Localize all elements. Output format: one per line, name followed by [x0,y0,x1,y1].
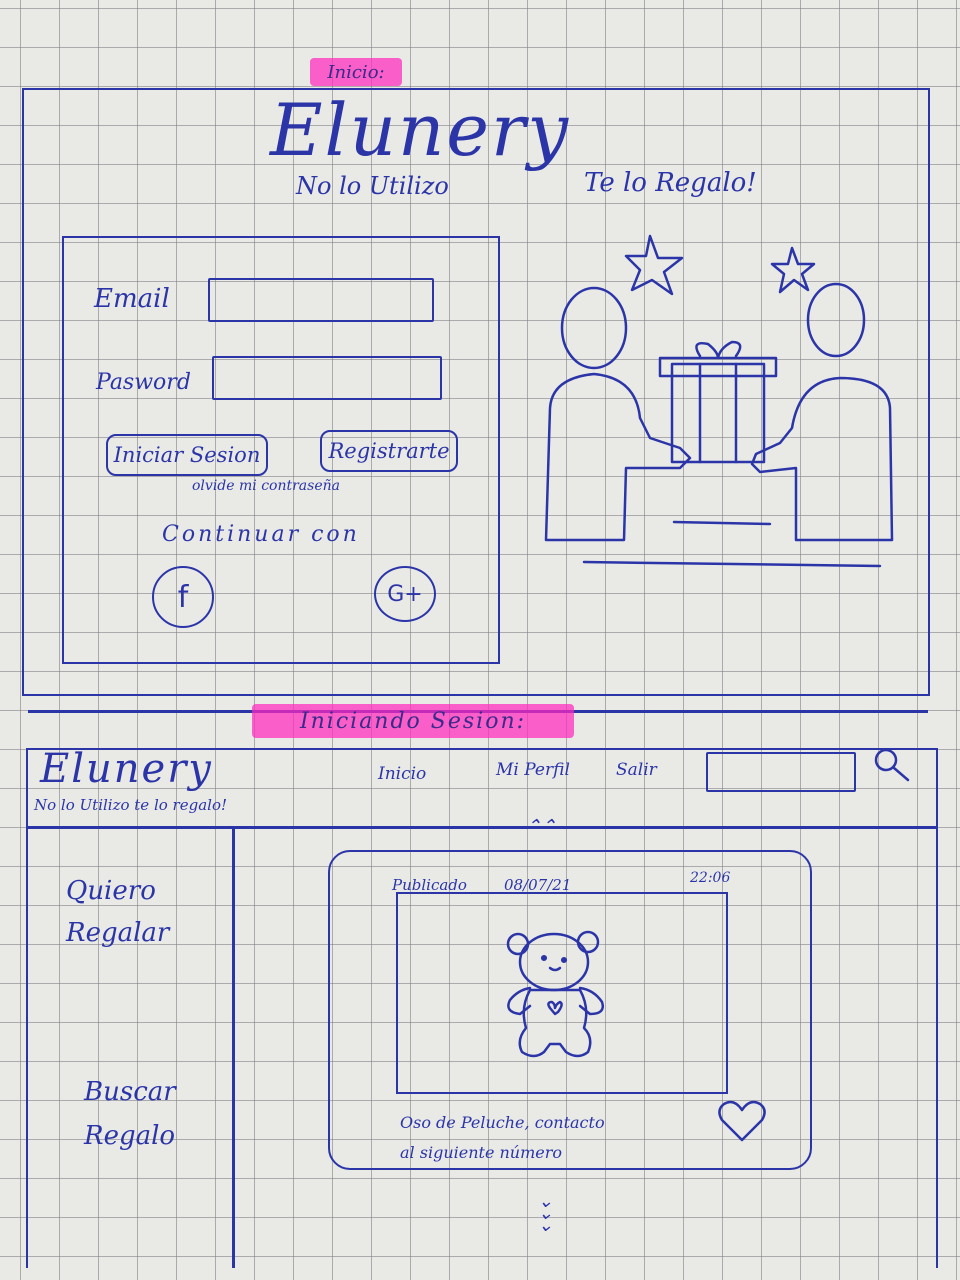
search-input[interactable] [706,752,856,792]
app-logo: Elunery [40,746,213,792]
person-right-body [750,376,894,542]
header-divider [26,826,938,829]
password-input[interactable] [212,356,442,400]
sidebar-item-label: Quiero [66,876,156,906]
table-line [582,520,882,568]
post-description-line: al siguiente número [400,1143,563,1162]
post-description: Oso de Peluche, contacto al siguiente nú… [400,1108,605,1168]
person-right-head [806,282,866,358]
post-date: 08/07/21 [504,876,572,894]
star-left-icon [624,234,684,296]
post-image-frame [396,892,728,1094]
post-card[interactable] [328,850,812,1170]
register-button[interactable]: Registrarte [320,430,458,472]
sidebar-divider [232,826,235,1268]
sidebar-item-quiero-regalar[interactable]: Quiero Regalar [66,870,169,954]
forgot-password-link[interactable]: olvide mi contraseña [192,478,340,494]
login-button[interactable]: Iniciar Sesion [106,434,268,476]
nav-mi-perfil[interactable]: Mi Perfil [496,760,570,780]
email-input[interactable] [208,278,434,322]
heart-icon[interactable] [716,1098,768,1144]
post-published-label: Publicado [392,876,467,894]
password-label: Pasword [96,370,191,395]
login-tagline-left: No lo Utilizo [296,172,449,200]
gift-box [670,362,766,464]
login-tagline-right: Te lo Regalo! [584,168,757,198]
search-icon[interactable] [868,744,916,784]
login-screen-frame [22,88,930,696]
sidebar-item-buscar-regalo[interactable]: Buscar Regalo [84,1070,176,1158]
facebook-login-button[interactable]: f [152,566,214,628]
post-time: 22:06 [690,870,731,886]
login-logo: Elunery [270,88,571,172]
heart-icon [547,1000,563,1016]
home-screen-frame [26,748,938,1268]
nav-inicio[interactable]: Inicio [378,764,427,784]
facebook-icon: f [177,579,189,615]
google-login-button[interactable]: G+ [374,566,436,622]
section-label-inicio: Inicio: [310,58,402,86]
gift-ribbon [658,340,778,464]
continue-with-label: Continuar con [162,522,360,547]
sidebar-item-label: Regalar [66,918,170,948]
nav-salir[interactable]: Salir [616,760,657,780]
scroll-down-icon[interactable]: ⌄⌄⌄ [538,1191,554,1236]
post-description-line: Oso de Peluche, contacto [400,1113,605,1132]
email-label: Email [94,284,170,314]
star-right-icon [770,246,816,294]
google-plus-icon: G+ [387,581,423,607]
teddy-bear-image [506,930,604,1058]
person-left-head [560,286,628,370]
app-tagline: No lo Utilizo te lo regalo! [34,796,228,814]
sidebar-item-label: Regalo [84,1121,176,1151]
login-form-panel [62,236,500,664]
section-label-iniciando-sesion: Iniciando Sesion: [252,704,574,738]
person-left-body [544,372,692,542]
scroll-up-icon[interactable]: ⌃⌃ [526,816,557,837]
gift-exchange-illustration [544,234,894,568]
sidebar-item-label: Buscar [84,1077,176,1107]
